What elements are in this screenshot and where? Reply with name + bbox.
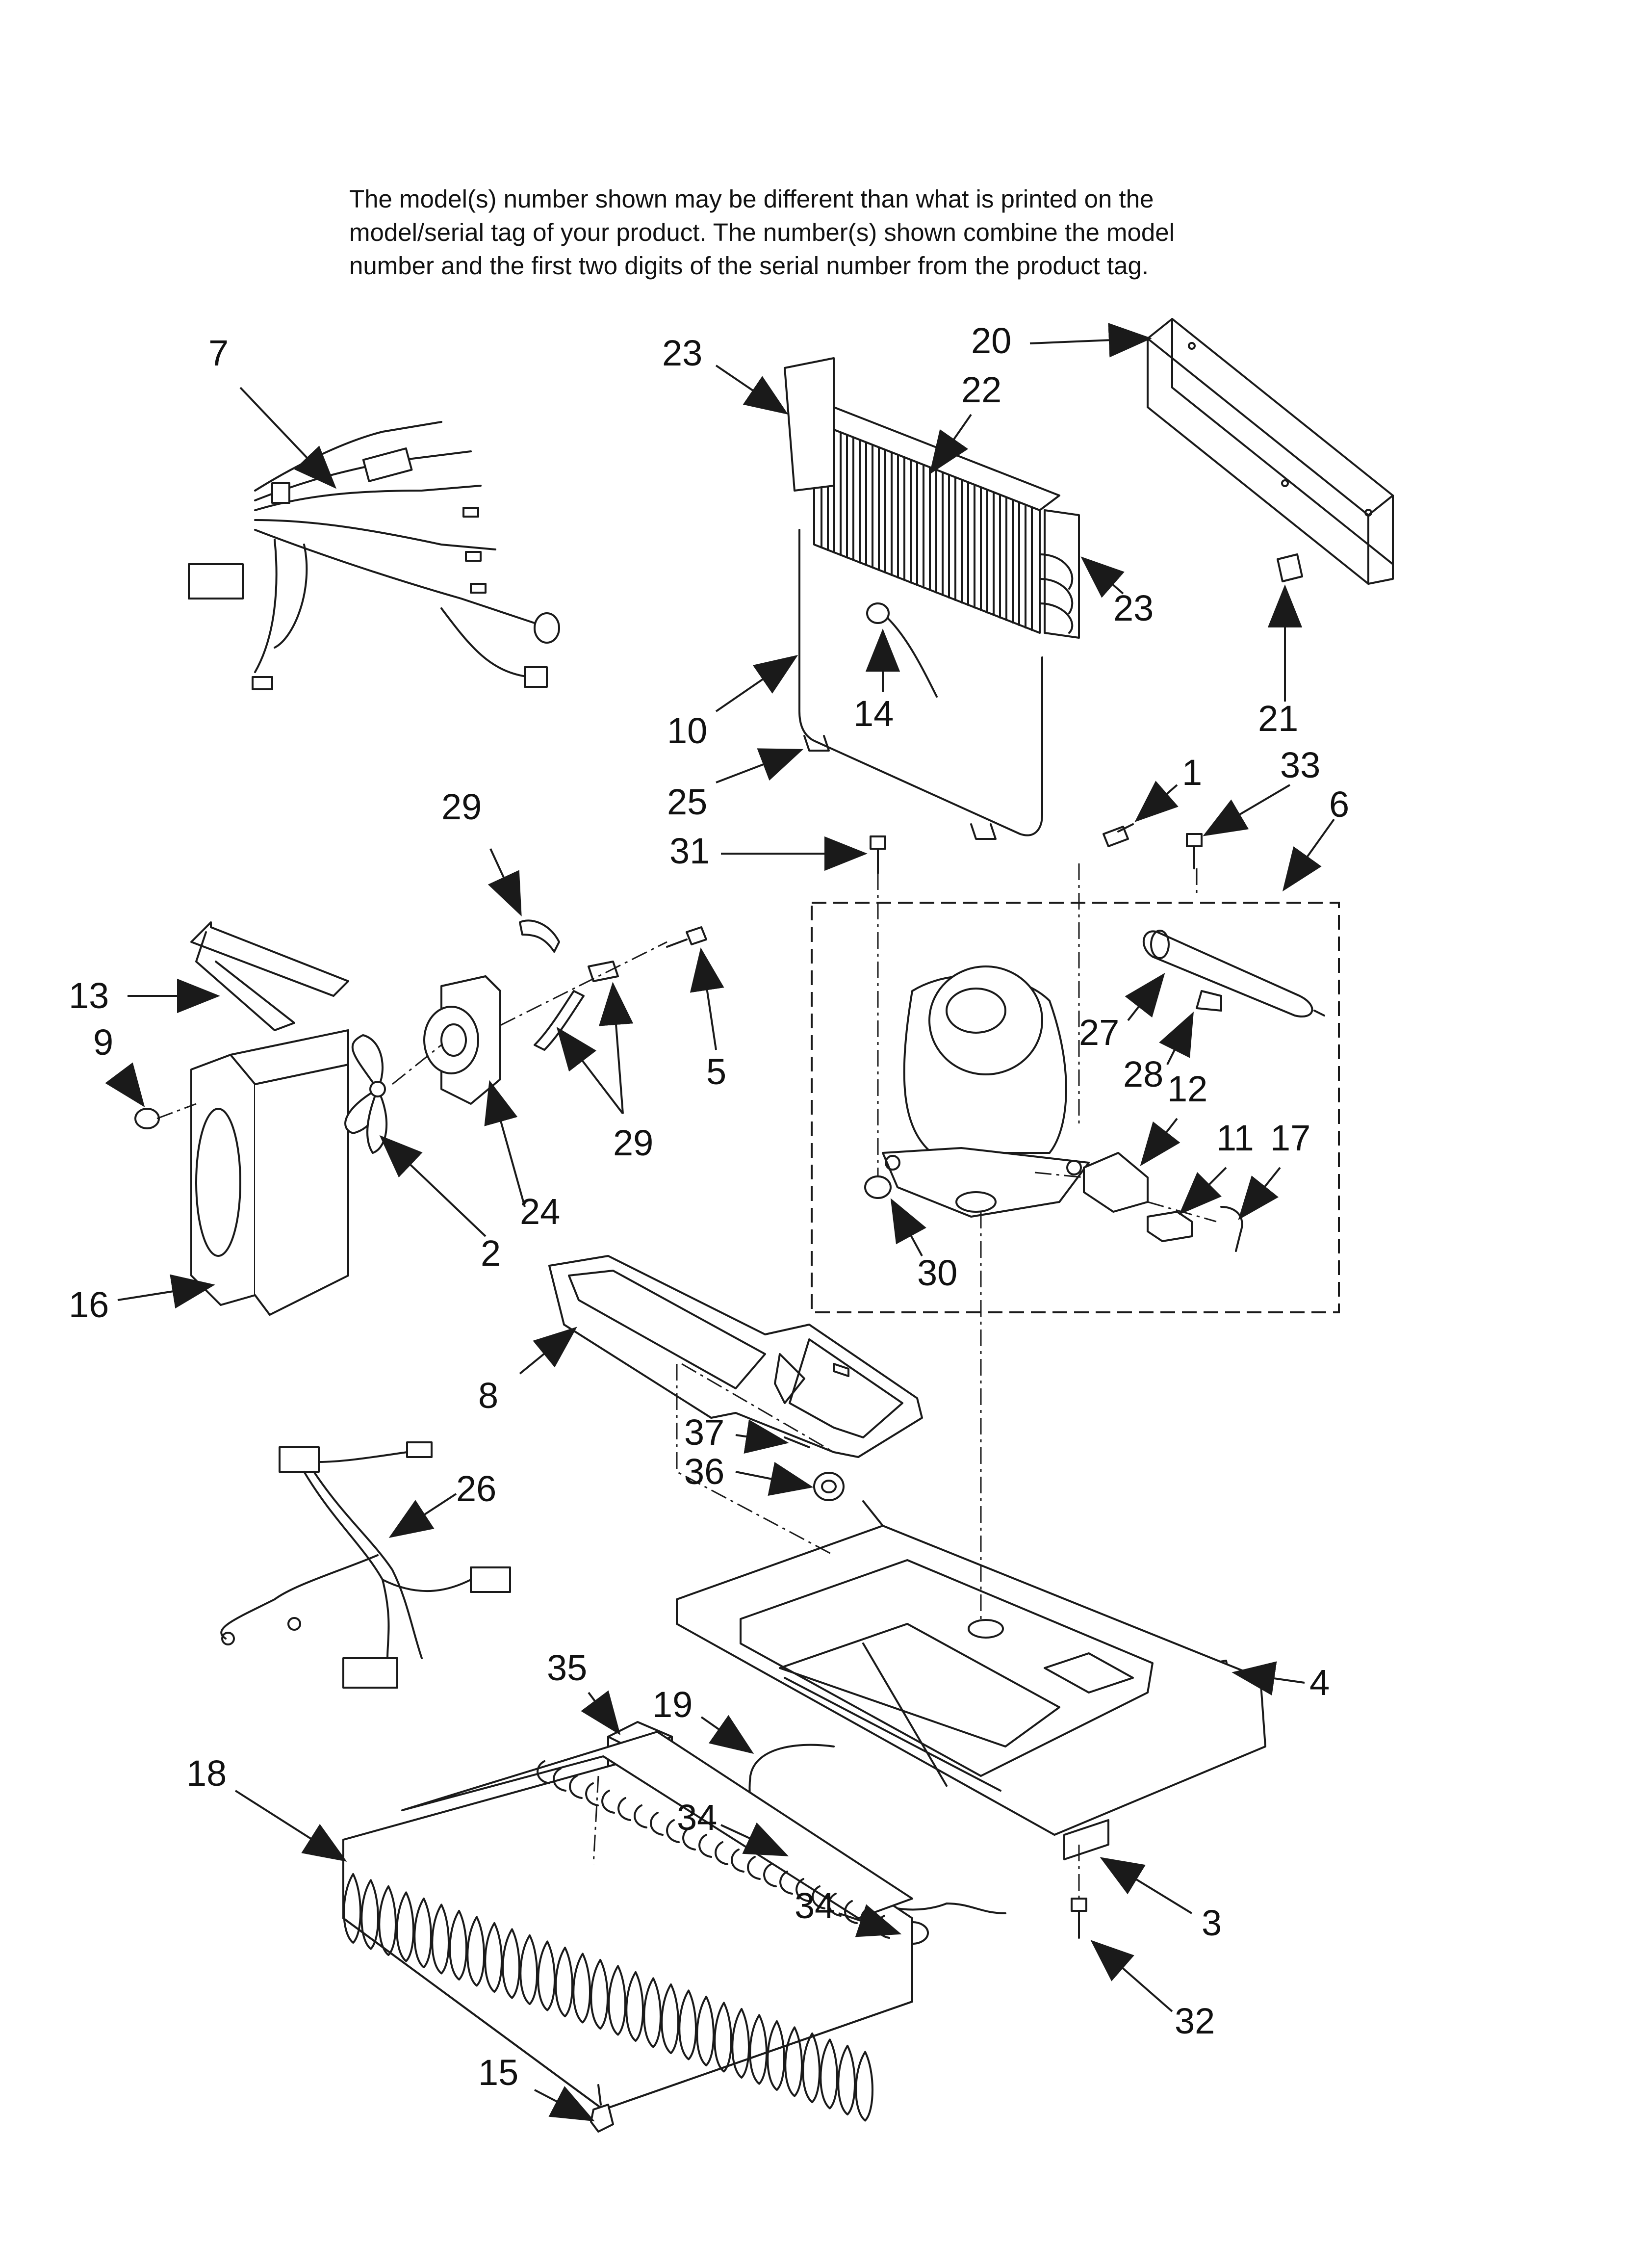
callout-6: 6 [1329, 784, 1349, 825]
screw [1186, 833, 1203, 869]
notice-line: number and the first two digits of the s… [349, 252, 1149, 280]
callout-13: 13 [69, 975, 109, 1016]
callout-29: 29 [441, 786, 482, 827]
retaining-clip [1220, 1206, 1243, 1252]
drain-plug [813, 1472, 845, 1501]
callout-25: 25 [667, 782, 707, 822]
drain-pan [548, 1255, 923, 1458]
callout-22: 22 [961, 369, 1001, 410]
model-number-notice: The model(s) number shown may be differe… [349, 182, 1330, 283]
compressor [882, 965, 1090, 1218]
rear-cover-panel [1147, 318, 1394, 585]
condenser-coil [784, 357, 1080, 639]
callout-26: 26 [456, 1468, 496, 1509]
callout-32: 32 [1175, 2001, 1215, 2041]
screw [1071, 1898, 1087, 1939]
callout-17: 17 [1270, 1118, 1310, 1158]
callout-1: 1 [1182, 752, 1202, 793]
callout-labels: 7 23 22 20 23 10 14 21 25 1 33 6 31 29 1… [69, 320, 1349, 2093]
callout-34: 34 [677, 1797, 717, 1838]
callout-34: 34 [795, 1885, 835, 1926]
drain-hose [519, 919, 560, 953]
wire-harness-main [188, 421, 560, 690]
callout-23: 23 [1113, 588, 1154, 628]
callout-33: 33 [1280, 745, 1320, 785]
callout-12: 12 [1167, 1069, 1207, 1109]
callout-31: 31 [669, 831, 710, 871]
callout-28: 28 [1123, 1054, 1163, 1095]
condenser-fan-motor [423, 975, 501, 1105]
drain-hose [534, 990, 585, 1051]
callout-15: 15 [478, 2052, 518, 2093]
fan-grommet [134, 1108, 160, 1129]
callout-19: 19 [652, 1684, 693, 1725]
fan-blade [344, 1034, 388, 1154]
callout-16: 16 [69, 1284, 109, 1325]
grommet [864, 1175, 892, 1199]
base-plate [676, 1500, 1266, 1860]
overload-protector [1147, 1211, 1193, 1242]
gasket [190, 921, 349, 1031]
screw [666, 926, 707, 948]
thermistor-sensor [866, 602, 938, 698]
callout-21: 21 [1258, 698, 1298, 739]
drain-hose [588, 961, 619, 982]
start-relay [1083, 1152, 1149, 1213]
callout-7: 7 [208, 333, 229, 373]
notice-line: model/serial tag of your product. The nu… [349, 218, 1175, 246]
callout-29: 29 [613, 1122, 653, 1163]
callout-36: 36 [684, 1451, 724, 1492]
callout-5: 5 [706, 1051, 726, 1092]
condenser-lower [342, 1731, 913, 2122]
fan-shroud [190, 1029, 349, 1316]
cover-clip [1277, 553, 1303, 582]
callout-30: 30 [917, 1252, 957, 1293]
callout-24: 24 [520, 1191, 560, 1232]
callout-35: 35 [547, 1647, 587, 1688]
callout-18: 18 [186, 1753, 227, 1794]
callout-9: 9 [93, 1022, 113, 1063]
callout-2: 2 [481, 1233, 501, 1274]
notice-line: The model(s) number shown may be differe… [349, 185, 1154, 213]
callout-3: 3 [1202, 1903, 1222, 1943]
wire-harness-secondary [220, 1441, 511, 1689]
callout-27: 27 [1079, 1012, 1119, 1053]
callout-14: 14 [853, 693, 894, 734]
callout-4: 4 [1309, 1662, 1330, 1703]
leader-lines [105, 323, 1335, 2122]
callout-23: 23 [662, 333, 702, 373]
condenser-bracket [798, 529, 1043, 840]
screw [1103, 823, 1134, 847]
callout-11: 11 [1216, 1118, 1254, 1158]
callout-20: 20 [971, 320, 1011, 361]
callout-8: 8 [478, 1375, 498, 1416]
screw [870, 835, 886, 874]
callout-10: 10 [667, 710, 707, 751]
filter-drier [1143, 930, 1325, 1017]
callout-37: 37 [684, 1412, 724, 1453]
compressor-assembly-box [811, 902, 1340, 1313]
